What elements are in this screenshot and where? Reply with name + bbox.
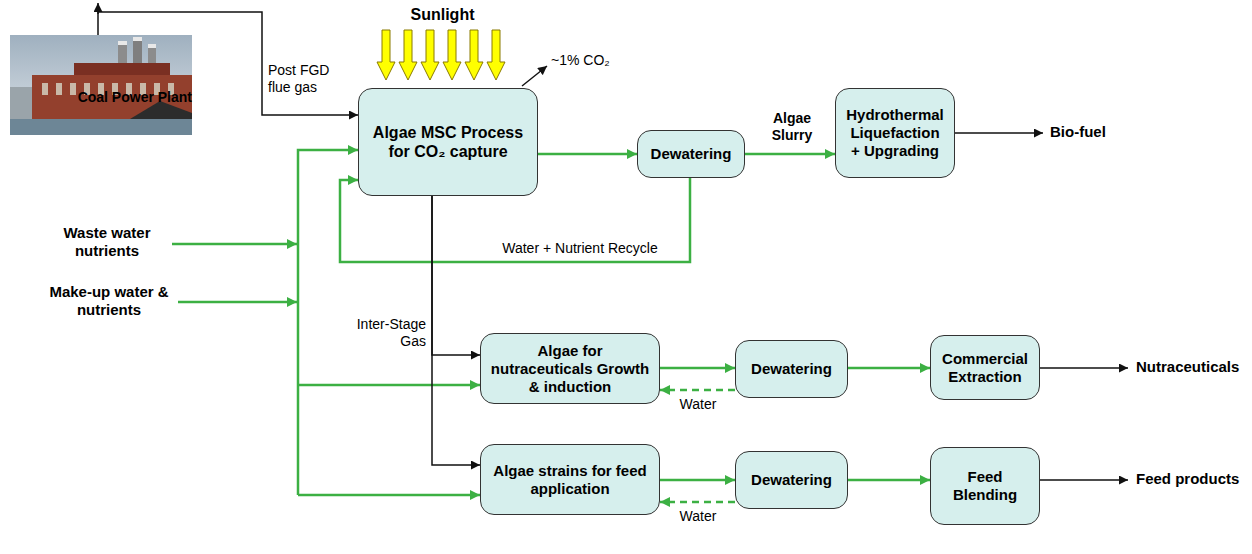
text-label: Waste water nutrients — [48, 224, 166, 260]
output-arrow — [1040, 479, 1128, 481]
text-label: Nutraceuticals — [1136, 358, 1248, 376]
output-arrow — [1040, 367, 1128, 369]
connector — [660, 479, 735, 482]
feed-line — [178, 301, 297, 304]
text-label: Feed products — [1136, 470, 1248, 488]
connector — [432, 196, 480, 355]
box-label: Dewatering — [646, 145, 736, 163]
process-box: Dewatering — [637, 130, 745, 178]
process-box: Dewatering — [735, 340, 848, 398]
stack-band — [118, 41, 127, 45]
connector — [660, 389, 735, 392]
sunlight-arrows — [377, 30, 505, 80]
output-arrow — [955, 132, 1043, 134]
connector — [432, 196, 480, 465]
process-box: Algae for nutraceuticals Growth & induct… — [480, 333, 660, 404]
process-box: Commercial Extraction — [930, 335, 1040, 400]
photo-caption: Coal Power Plant — [78, 89, 192, 106]
process-box: Algae MSC Process for CO₂ capture — [358, 88, 538, 196]
feed-branch — [298, 384, 480, 387]
water — [10, 119, 192, 135]
edge-label: Algae Slurry — [752, 110, 832, 144]
feed-branch — [298, 494, 480, 497]
stack-band — [133, 37, 142, 41]
connector — [660, 501, 735, 504]
connector — [538, 153, 637, 156]
connector — [848, 479, 930, 482]
box-label: Dewatering — [744, 471, 839, 489]
text-label: Sunlight — [395, 5, 490, 24]
box-label: Algae strains for feed application — [489, 462, 651, 498]
text-label: Bio-fuel — [1050, 123, 1130, 141]
box-label: Dewatering — [744, 360, 839, 378]
text-label: ~1% CO₂ — [551, 52, 621, 69]
box-label: Feed Blending — [939, 468, 1031, 504]
brick-building — [32, 75, 192, 119]
text-label: Make-up water & nutrients — [44, 283, 174, 319]
edge-label: Water + Nutrient Recycle — [470, 240, 690, 257]
process-box: Hydrothermal Liquefaction + Upgrading — [835, 88, 955, 178]
power-plant-photo — [10, 35, 192, 135]
box-label: Hydrothermal Liquefaction + Upgrading — [844, 106, 946, 160]
process-box: Feed Blending — [930, 447, 1040, 525]
connector — [745, 153, 835, 156]
edge-label: Inter-Stage Gas — [346, 316, 426, 350]
box-label: Algae MSC Process for CO₂ capture — [367, 123, 529, 161]
connector — [660, 367, 735, 370]
edge-label: Water — [668, 396, 728, 413]
sky — [10, 35, 192, 135]
feed-line — [172, 243, 297, 246]
box-label: Commercial Extraction — [939, 350, 1031, 386]
stack-band — [148, 44, 156, 48]
edge-label: Post FGD flue gas — [268, 62, 348, 96]
box-label: Algae for nutraceuticals Growth & induct… — [489, 342, 651, 396]
feed-trunk — [298, 150, 358, 495]
vent-arrow — [522, 66, 547, 86]
plant-node: Coal Power Plant — [10, 35, 192, 160]
process-box: Algae strains for feed application — [480, 444, 660, 515]
edge-label: Water — [668, 508, 728, 525]
connector — [848, 367, 930, 370]
process-box: Dewatering — [735, 451, 848, 509]
